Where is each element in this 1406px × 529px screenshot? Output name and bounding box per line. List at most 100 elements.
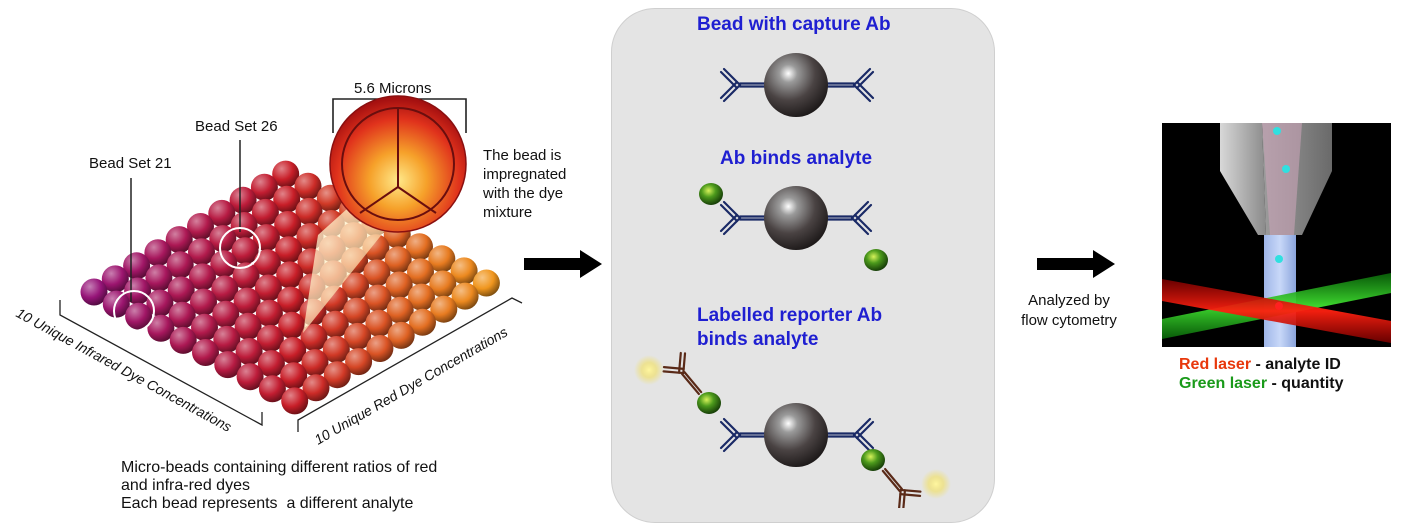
bead — [254, 274, 282, 302]
bead — [102, 290, 130, 318]
bead — [101, 265, 129, 293]
bead — [342, 272, 370, 300]
analyzed-line: Analyzed by — [1028, 292, 1110, 309]
bead — [385, 271, 413, 299]
bead — [167, 276, 195, 304]
bead — [250, 173, 278, 201]
reporter-sandwich — [634, 349, 951, 508]
bead-set-21-ring — [113, 290, 155, 332]
bead — [214, 351, 242, 379]
laser-legend: Red laser - analyte ID Green laser - qua… — [1179, 355, 1344, 393]
bead — [275, 236, 303, 264]
step1-label: Bead with capture Ab — [697, 14, 891, 35]
bead — [322, 336, 350, 363]
impregnated-line: mixture — [483, 204, 533, 221]
impregnated-line: The bead is — [483, 147, 562, 164]
step2-label: Ab binds analyte — [720, 148, 873, 169]
bead — [234, 312, 262, 340]
particle — [1273, 127, 1281, 135]
nozzle-left-face — [1220, 123, 1266, 235]
bead — [210, 250, 238, 278]
bead — [190, 288, 217, 316]
bead-array-graphic: 10 Unique Infrared Dye Concentrations 10… — [14, 95, 523, 448]
bead — [144, 239, 172, 267]
bead — [251, 198, 279, 226]
bead — [408, 283, 435, 311]
bead — [189, 263, 216, 291]
bead — [213, 325, 241, 353]
bead — [472, 269, 500, 297]
particle — [1275, 255, 1283, 263]
bead — [272, 160, 300, 188]
bead — [450, 257, 478, 285]
step3-label: Labelled reporter Ab binds analyte — [697, 304, 882, 352]
bead — [256, 324, 284, 352]
arrow-right-icon — [1037, 250, 1115, 278]
bead-caption-line: Each bead represents a different analyte — [121, 495, 414, 512]
bound-analyte-bead — [699, 183, 888, 271]
axis-infrared-bracket — [59, 300, 263, 427]
bead — [428, 245, 456, 273]
bead — [294, 172, 322, 200]
bead-grid — [80, 160, 500, 415]
bead — [366, 335, 394, 362]
step3-line: Labelled reporter Ab — [697, 305, 883, 326]
bead-set-26-ring — [219, 227, 261, 269]
bead-caption-line: Micro-beads containing different ratios … — [121, 459, 438, 476]
bead — [165, 226, 193, 254]
bead — [280, 362, 308, 390]
bead — [295, 197, 323, 225]
bead — [345, 348, 373, 376]
bead — [281, 387, 309, 415]
bead — [187, 213, 214, 240]
bead — [407, 258, 434, 286]
bead — [384, 246, 412, 274]
sample-stream — [1264, 235, 1296, 347]
particle — [1282, 165, 1290, 173]
bead — [145, 264, 173, 292]
axis-red-bracket — [297, 297, 523, 432]
bead — [169, 326, 197, 354]
assay-illustrations — [634, 53, 951, 508]
bead — [344, 322, 372, 350]
impregnated-line: with the dye — [483, 185, 564, 202]
bead — [278, 311, 306, 339]
bead — [301, 349, 329, 377]
bead — [231, 237, 259, 265]
bead — [80, 278, 108, 306]
bead — [166, 251, 194, 279]
bead — [192, 339, 219, 366]
bead — [276, 261, 304, 289]
legend-red-name: Red laser — [1179, 356, 1252, 373]
bead — [211, 275, 239, 303]
bead — [258, 375, 286, 403]
bead — [125, 302, 153, 330]
analyzed-line: flow cytometry — [1021, 312, 1117, 329]
bead — [406, 233, 433, 261]
red-laser-beam — [1162, 279, 1391, 343]
step3-line: binds analyte — [697, 329, 819, 350]
bead — [302, 374, 330, 402]
bead — [255, 299, 283, 327]
bead — [188, 238, 215, 266]
bead — [430, 295, 458, 323]
bead-set-21-label: Bead Set 21 — [89, 155, 172, 172]
legend-green-row: Green laser - quantity — [1179, 374, 1344, 393]
legend-green-name: Green laser — [1179, 375, 1268, 392]
bead — [232, 262, 260, 290]
magnified-bead — [329, 95, 467, 233]
bead — [277, 286, 305, 314]
bead — [229, 186, 257, 214]
bead — [236, 363, 264, 391]
bead — [321, 310, 349, 338]
bead — [235, 338, 263, 365]
bead — [123, 252, 151, 280]
bead — [233, 287, 261, 315]
impregnated-line: impregnated — [483, 166, 567, 183]
bead — [253, 249, 281, 277]
bead — [257, 350, 285, 378]
bead-set-26-label: Bead Set 26 — [195, 118, 278, 135]
bead — [279, 337, 307, 364]
particle — [1275, 302, 1283, 310]
legend-red-desc: - analyte ID — [1251, 356, 1341, 373]
